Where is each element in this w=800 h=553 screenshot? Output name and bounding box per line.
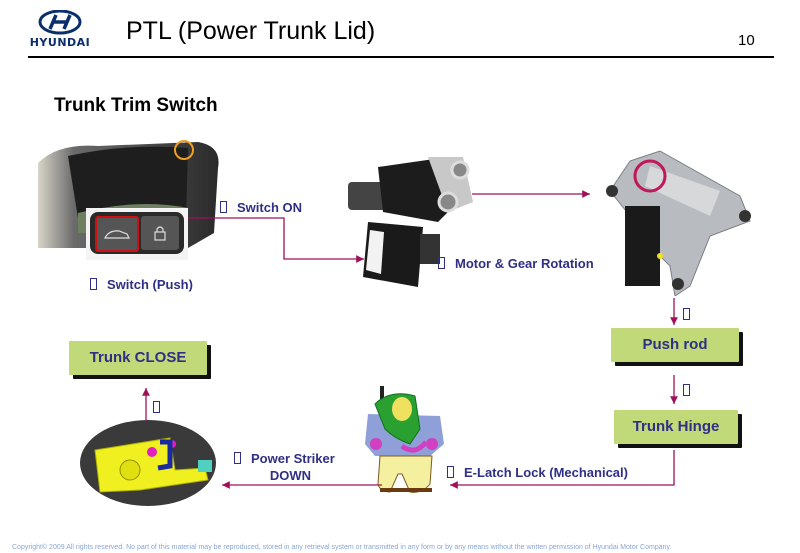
switch-panel bbox=[86, 208, 188, 260]
switch-location-highlight bbox=[174, 140, 194, 160]
copyright-notice: Copyright© 2009 All rights reserved. No … bbox=[12, 544, 672, 551]
bullet-icon bbox=[220, 201, 227, 213]
motor-assembly-photo bbox=[348, 152, 476, 302]
bullet-icon bbox=[683, 308, 690, 320]
lock-button-icon bbox=[141, 216, 179, 250]
bullet-icon bbox=[683, 384, 690, 396]
label-motor-gear: Motor & Gear Rotation bbox=[438, 256, 594, 271]
hyundai-logo-icon bbox=[38, 10, 82, 35]
box-push-rod: Push rod bbox=[611, 328, 739, 362]
label-switch-push: Switch (Push) bbox=[90, 277, 193, 292]
label-switch-on: Switch ON bbox=[220, 200, 302, 215]
trunk-open-button-icon bbox=[95, 216, 139, 252]
page-number: 10 bbox=[738, 32, 755, 49]
label-power-striker: Power Striker DOWN bbox=[234, 450, 335, 484]
trunk-switch-photo bbox=[38, 138, 222, 260]
power-striker-illustration bbox=[80, 420, 216, 506]
trunk-hinge-photo bbox=[600, 146, 756, 297]
bullet-icon bbox=[447, 466, 454, 478]
header-divider bbox=[28, 56, 774, 58]
bullet-icon bbox=[438, 257, 445, 269]
bullet-icon bbox=[153, 401, 160, 413]
brand-wordmark: HYUNDAI bbox=[29, 36, 91, 49]
bullet-icon bbox=[90, 278, 97, 290]
label-elatch: E-Latch Lock (Mechanical) bbox=[447, 465, 628, 480]
box-trunk-close: Trunk CLOSE bbox=[69, 341, 207, 375]
box-trunk-hinge: Trunk Hinge bbox=[614, 410, 738, 444]
page-title: PTL (Power Trunk Lid) bbox=[126, 17, 376, 45]
section-title: Trunk Trim Switch bbox=[54, 95, 218, 116]
e-latch-illustration bbox=[360, 384, 450, 496]
pivot-highlight bbox=[633, 159, 667, 193]
bullet-icon bbox=[234, 452, 241, 464]
